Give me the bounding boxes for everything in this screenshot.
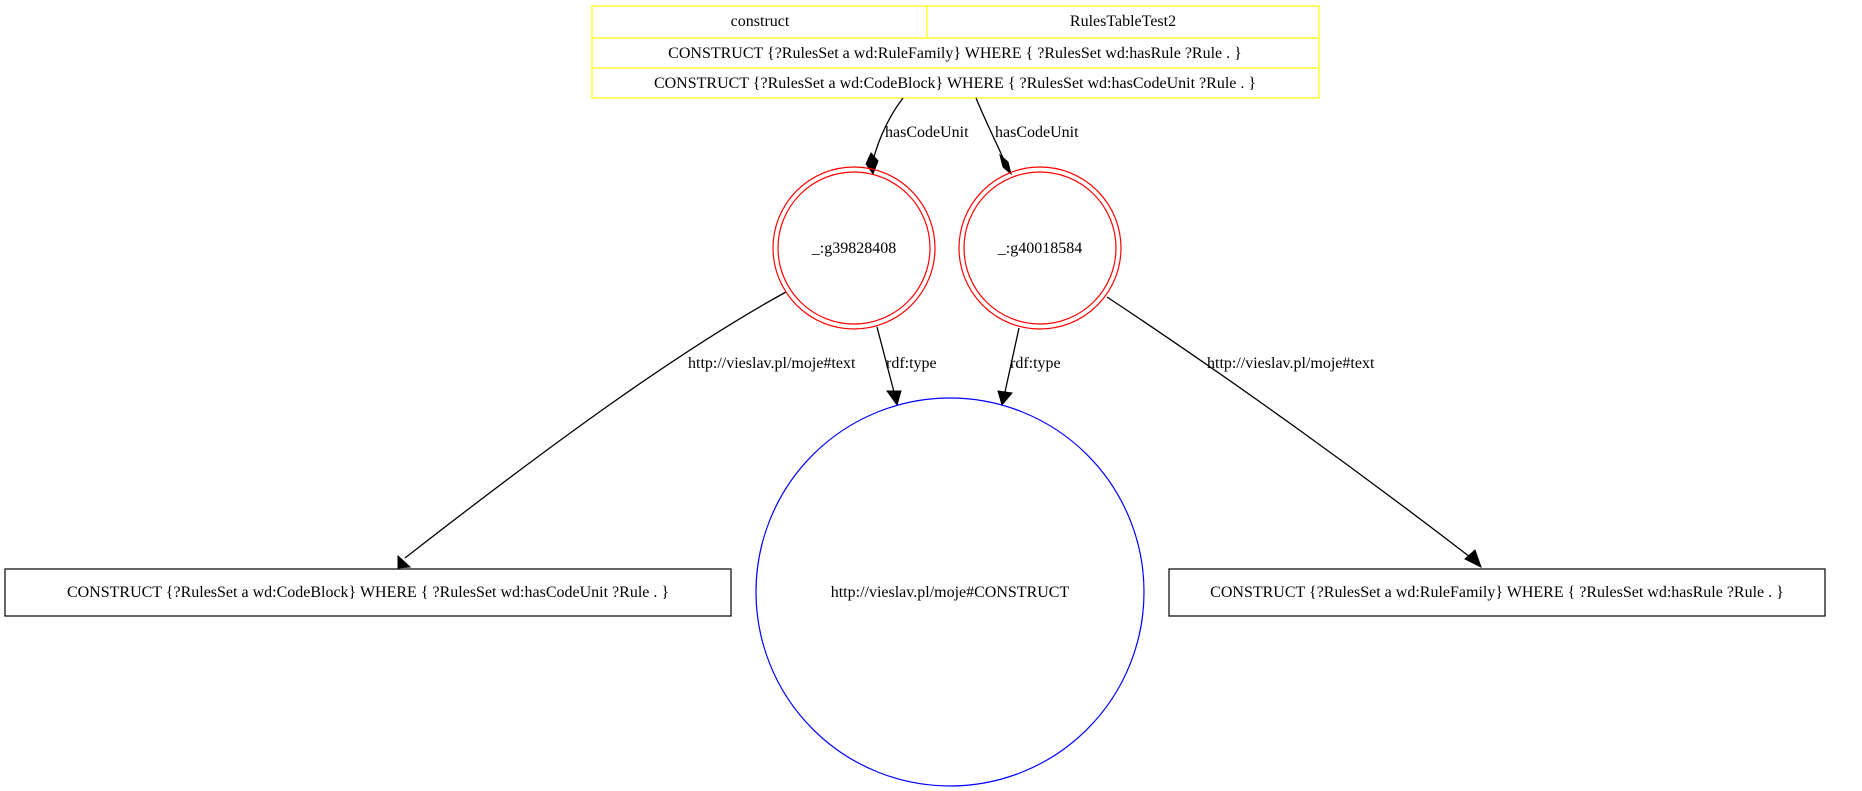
table-header-construct: construct bbox=[731, 13, 790, 30]
triangle-arrowhead bbox=[997, 390, 1013, 407]
table-header-name: RulesTableTest2 bbox=[1070, 13, 1176, 30]
literal-left-label: CONSTRUCT {?RulesSet a wd:CodeBlock} WHE… bbox=[67, 584, 669, 601]
arrowheads bbox=[397, 152, 1482, 569]
triangle-arrowhead bbox=[397, 554, 412, 569]
construct-class-circle bbox=[755, 397, 1145, 787]
edge-text-1 bbox=[404, 291, 787, 559]
construct-class-node: http://vieslav.pl/moje#CONSTRUCT bbox=[755, 397, 1145, 787]
edge-rdf-type-1 bbox=[876, 326, 895, 393]
label-has-code-unit-2: hasCodeUnit bbox=[995, 124, 1079, 141]
diamond-arrowhead bbox=[999, 153, 1012, 176]
label-text-2: http://vieslav.pl/moje#text bbox=[1207, 355, 1375, 372]
literal-left-box bbox=[4, 568, 732, 617]
literal-node-left: CONSTRUCT {?RulesSet a wd:CodeBlock} WHE… bbox=[4, 568, 732, 617]
blank-node-outer-ring bbox=[772, 166, 936, 330]
edge-has-code-unit-2 bbox=[975, 97, 1005, 161]
blank-node-inner-ring bbox=[963, 171, 1117, 325]
blank-node-1-label: _:g39828408 bbox=[811, 240, 896, 257]
edge-text-2 bbox=[1106, 296, 1471, 558]
edge-rdf-type-2 bbox=[1004, 327, 1020, 393]
label-type-1: rdf:type bbox=[886, 355, 937, 372]
diamond-arrowhead bbox=[865, 152, 879, 176]
table-row-rule-family: CONSTRUCT {?RulesSet a wd:RuleFamily} WH… bbox=[668, 45, 1242, 62]
edge-labels: hasCodeUnit hasCodeUnit http://vieslav.p… bbox=[688, 124, 1375, 372]
blank-node-inner-ring bbox=[777, 171, 931, 325]
edges bbox=[404, 97, 1471, 559]
label-text-1: http://vieslav.pl/moje#text bbox=[688, 355, 856, 372]
blank-node-outer-ring bbox=[958, 166, 1122, 330]
label-has-code-unit-1: hasCodeUnit bbox=[885, 124, 969, 141]
table-border bbox=[591, 5, 1320, 99]
blank-node-2: _:g40018584 bbox=[958, 166, 1122, 330]
construct-class-label: http://vieslav.pl/moje#CONSTRUCT bbox=[831, 584, 1070, 601]
literal-right-box bbox=[1168, 568, 1826, 617]
literal-right-label: CONSTRUCT {?RulesSet a wd:RuleFamily} WH… bbox=[1210, 584, 1784, 601]
table-row-code-block: CONSTRUCT {?RulesSet a wd:CodeBlock} WHE… bbox=[654, 75, 1256, 92]
rules-table-node: construct RulesTableTest2 CONSTRUCT {?Ru… bbox=[591, 5, 1320, 99]
triangle-arrowhead bbox=[1464, 549, 1482, 569]
blank-node-2-label: _:g40018584 bbox=[997, 240, 1082, 257]
blank-node-1: _:g39828408 bbox=[772, 166, 936, 330]
triangle-arrowhead bbox=[886, 390, 902, 407]
label-type-2: rdf:type bbox=[1010, 355, 1061, 372]
edge-has-code-unit-1 bbox=[872, 97, 904, 161]
literal-node-right: CONSTRUCT {?RulesSet a wd:RuleFamily} WH… bbox=[1168, 568, 1826, 617]
